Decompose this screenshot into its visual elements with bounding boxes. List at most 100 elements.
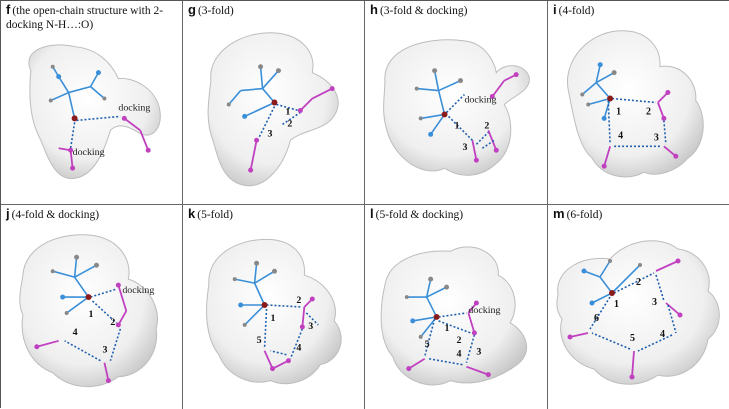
atoms (580, 62, 679, 169)
panel-caption: j(4-fold & docking) (6, 207, 178, 222)
panel-j: j(4-fold & docking) docking 1 2 3 4 (1, 205, 183, 409)
molecular-surface (566, 30, 704, 178)
hbond-lines (423, 312, 476, 366)
molecule-render: 1 2 3 (207, 32, 339, 187)
panel-letter: j (6, 206, 10, 221)
docking-label: docking (73, 147, 105, 158)
hbond-number: 1 (616, 106, 621, 117)
hbond-number: 4 (660, 329, 665, 340)
hbond-lines (257, 103, 301, 139)
hbond-number: 3 (652, 297, 657, 308)
docking-label: docking (118, 102, 150, 113)
core-bonds (228, 66, 280, 118)
molecular-surface (383, 39, 530, 176)
molecule-render: docking docking (28, 44, 161, 179)
hbond-lines (64, 288, 122, 362)
hbond-number: 1 (89, 309, 94, 320)
atoms (404, 276, 491, 378)
hbond-lines (69, 115, 121, 149)
panel-caption-text: (3-fold & docking) (379, 5, 468, 17)
panel-g: g(3-fold) 1 2 3 (183, 1, 365, 205)
hbond-number: 2 (287, 118, 292, 129)
core-bonds (50, 66, 105, 119)
panel-caption-text: (6-fold) (566, 209, 603, 221)
hbond-number: 1 (271, 313, 276, 324)
core-bonds (234, 263, 275, 326)
molecular-surface (556, 240, 720, 385)
panel-letter: k (188, 206, 196, 221)
docking-label: docking (122, 285, 154, 296)
hbond-number: 2 (296, 295, 301, 306)
branch-bonds (58, 117, 150, 169)
docking-label: docking (468, 305, 500, 316)
core-bonds (416, 70, 461, 135)
panel-caption-text: (3-fold) (197, 5, 234, 17)
hbond-number: 2 (456, 335, 461, 346)
hbond-number: 2 (646, 106, 651, 117)
hbond-number: 5 (630, 333, 635, 344)
hbond-number: 3 (268, 128, 273, 139)
hbond-number: 1 (445, 323, 450, 334)
hbond-number: 4 (73, 327, 78, 338)
molecular-surface (19, 234, 158, 388)
panel-caption-text: (5-fold & docking) (375, 209, 464, 221)
panel-caption: g(3-fold) (188, 3, 360, 18)
molecular-surface (206, 238, 342, 385)
hbond-lines (445, 93, 495, 149)
panel-caption: i(4-fold) (553, 3, 726, 18)
panel-letter: l (370, 206, 374, 221)
hbond-number: 3 (308, 321, 313, 332)
core-bonds (52, 257, 97, 314)
panel-caption: k(5-fold) (188, 207, 360, 222)
hbond-number: 3 (476, 347, 481, 358)
hbond-lines (589, 272, 677, 352)
core-bonds (583, 260, 641, 304)
hbond-number: 4 (296, 343, 301, 354)
panel-letter: h (370, 2, 378, 17)
hbond-lines (263, 304, 319, 360)
panel-l: l(5-fold & docking) docking 1 2 3 4 5 (365, 205, 548, 409)
panel-letter: i (553, 2, 557, 17)
atoms (414, 68, 519, 163)
atoms (232, 260, 315, 372)
hbond-number: 1 (285, 106, 290, 117)
hbond-number: 4 (618, 130, 623, 141)
hbond-number: 3 (102, 345, 107, 356)
atoms (48, 64, 151, 171)
hbond-number: 3 (654, 132, 659, 143)
core-bonds (581, 64, 615, 119)
molecule-render: docking 1 2 3 (383, 39, 530, 176)
hbond-number: 2 (110, 317, 115, 328)
branch-bonds (36, 284, 128, 381)
panel-k: k(5-fold) 1 2 3 4 5 (183, 205, 365, 409)
hbond-number: 5 (425, 339, 430, 350)
molecule-render: 1 2 3 4 5 (206, 238, 342, 385)
panel-letter: m (553, 206, 565, 221)
panel-caption-text: (4-fold) (558, 5, 595, 17)
branch-bonds (249, 87, 333, 171)
panel-i: i(4-fold) 1 2 3 4 (548, 1, 729, 205)
docking-label: docking (464, 94, 496, 105)
panel-caption-text: (4-fold & docking) (11, 209, 100, 221)
molecular-surface (28, 44, 161, 179)
panel-m: m(6-fold) 1 2 3 4 5 6 (548, 205, 729, 409)
panel-letter: f (6, 2, 11, 17)
panel-h: h(3-fold & docking) docking 1 2 3 (365, 1, 548, 205)
hbond-number: 1 (455, 120, 460, 131)
panel-letter: g (188, 2, 196, 17)
molecule-render: 1 2 3 4 (566, 30, 704, 178)
hbond-number: 4 (456, 349, 461, 360)
panel-caption: h(3-fold & docking) (370, 3, 543, 18)
core-bonds (406, 278, 447, 338)
hbond-number: 2 (636, 277, 641, 288)
hbond-number: 6 (594, 313, 599, 324)
branch-bonds (263, 298, 313, 370)
hbond-number: 5 (257, 335, 262, 346)
panel-caption-text: (5-fold) (197, 209, 233, 221)
molecule-render: 1 2 3 4 5 6 (556, 240, 720, 385)
molecule-render: docking 1 2 3 4 (19, 234, 158, 388)
molecular-surface (380, 246, 528, 386)
hbond-number: 3 (462, 142, 467, 153)
molecule-render: docking 1 2 3 4 5 (380, 246, 528, 386)
panel-caption-text: (the open-chain structure with 2-docking… (6, 5, 164, 31)
